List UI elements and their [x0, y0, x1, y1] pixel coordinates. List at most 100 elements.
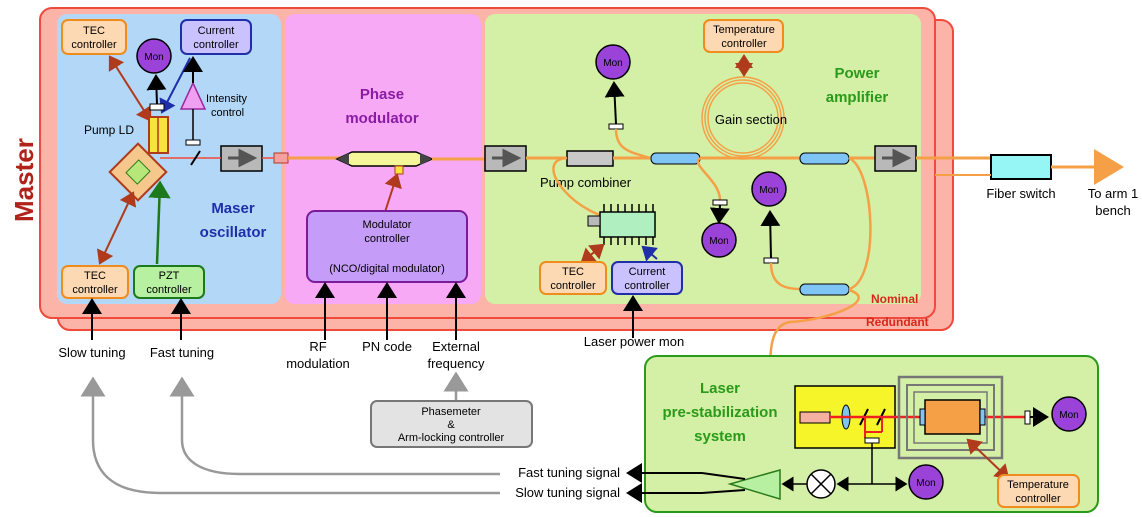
tec-amp-line2: controller — [550, 280, 596, 292]
coupler-3 — [799, 283, 850, 296]
gain-coil-3 — [707, 82, 779, 154]
ext-label-1: External — [432, 339, 480, 354]
mon-prestab-right-label: Mon — [1059, 410, 1078, 421]
mon-amp-right-label: Mon — [759, 185, 778, 196]
mon-prestab-right — [1051, 396, 1087, 432]
temp-ctrl-amp — [703, 19, 784, 53]
cavity-shield-inner — [906, 384, 995, 451]
pump-diode-tec-arrow — [580, 243, 605, 264]
slow-return-path — [80, 376, 500, 495]
master-label: Master — [9, 138, 39, 222]
cavity-spacer — [924, 399, 981, 435]
mon-amp-top — [595, 44, 631, 80]
tec-top-line1: TEC — [83, 25, 105, 37]
mon-amp-right-arrow — [760, 210, 781, 259]
prestab-title-1: Laser — [700, 380, 740, 397]
mon-amp-right — [751, 171, 787, 207]
to-arm-line2: bench — [1095, 203, 1130, 218]
phasemeter-line2: & — [447, 419, 455, 431]
fiber-coupler-1 — [273, 152, 289, 164]
coupler-2 — [799, 152, 850, 165]
phase-mod-body — [335, 151, 434, 167]
fast-tuning-label: Fast tuning — [150, 345, 214, 360]
intensity-pd — [185, 139, 201, 146]
mon-amp-mid-arrow — [709, 204, 730, 224]
servo-slow-out — [701, 489, 746, 494]
phase-mod-right-tip — [420, 153, 432, 165]
phasemeter-box — [370, 400, 533, 448]
prestab-title-2: pre-stabilization — [662, 404, 777, 421]
phase-ctrl-arrow — [384, 173, 402, 213]
coupler-1 — [650, 152, 701, 165]
fiber-switch — [990, 154, 1052, 180]
cavity-shield-core — [913, 391, 988, 444]
tec-bottom-line2: controller — [72, 284, 118, 296]
to-arm-line1: To arm 1 — [1088, 186, 1139, 201]
intensity-line1: Intensity — [206, 93, 247, 105]
rf-label-1: RF — [309, 339, 326, 354]
current-amp-line1: Current — [629, 266, 666, 278]
amp-title-1: Power — [834, 65, 879, 82]
cavity-mirror-l — [919, 408, 926, 426]
tap-amp-top — [614, 128, 651, 160]
ext-label-2: frequency — [427, 356, 485, 371]
mixer-cross — [810, 473, 832, 495]
nominal-label: Nominal — [871, 292, 918, 306]
tec-bottom-line1: TEC — [84, 270, 106, 282]
servo-amp — [727, 469, 781, 501]
mon-prestab-bottom — [908, 464, 944, 500]
mon-amp-top-label: Mon — [603, 58, 622, 69]
maser-splitter — [190, 150, 201, 166]
modctrl-line1: Modulator — [363, 219, 412, 231]
phase-mod-port — [394, 165, 404, 175]
phasemeter-line3: Arm-locking controller — [398, 432, 505, 444]
pzt-arrow — [148, 180, 171, 265]
prestab-coupler — [799, 411, 831, 424]
temp-prestab-line1: Temperature — [1007, 479, 1069, 491]
servo-fast-out — [701, 472, 746, 480]
pzt-line2: controller — [146, 284, 192, 296]
tec-controller-amp — [539, 261, 607, 295]
temp-amp-line2: controller — [721, 38, 767, 50]
pump-diode — [599, 211, 656, 238]
temp-prestab-line2: controller — [1015, 493, 1061, 505]
modctrl-line2: controller — [364, 233, 410, 245]
pd-amp-mid — [712, 199, 728, 206]
mon-amp-mid-label: Mon — [709, 236, 728, 247]
tec-top-arrow — [108, 55, 152, 122]
mon-amp-mid — [701, 222, 737, 258]
fast-signal-label: Fast tuning signal — [518, 465, 620, 480]
maser-isolator-arrow — [228, 148, 258, 168]
maser-title-2: oscillator — [200, 224, 267, 241]
tap-loop — [848, 156, 872, 291]
phase-title-1: Phase — [360, 86, 404, 103]
maser-title-1: Maser — [211, 200, 255, 217]
pump-diode-window — [587, 215, 601, 227]
tec-amp-line1: TEC — [562, 266, 584, 278]
phase-mod-left-tip — [337, 153, 349, 165]
current-amp-line2: controller — [624, 280, 670, 292]
pump-combiner — [566, 150, 614, 167]
pump-diode-pins — [603, 204, 654, 245]
current-top-line2: controller — [193, 39, 239, 51]
slow-signal-label: Slow tuning signal — [515, 485, 620, 500]
amp-isolator-2-arrow — [882, 148, 912, 168]
current-top-line1: Current — [198, 25, 235, 37]
current-controller-top — [180, 19, 252, 55]
current-controller-amp — [611, 261, 683, 295]
fiber-switch-label: Fiber switch — [986, 186, 1055, 201]
photodiode-ld — [149, 103, 165, 111]
pzt-line1: PZT — [159, 270, 180, 282]
slow-tuning-label: Slow tuning — [58, 345, 125, 360]
pd-amp-top — [608, 123, 624, 130]
intensity-line2: control — [211, 107, 244, 119]
pn-label: PN code — [362, 339, 412, 354]
tec-bottom-arrow — [96, 191, 137, 265]
tec-controller-top — [61, 19, 127, 55]
mon-maser-label: Mon — [144, 52, 163, 63]
pd-amp-right — [763, 257, 779, 264]
maser-crystal-inner — [125, 159, 151, 185]
prestab-title-3: system — [694, 428, 746, 445]
cavity-shield-outer — [897, 375, 1004, 460]
